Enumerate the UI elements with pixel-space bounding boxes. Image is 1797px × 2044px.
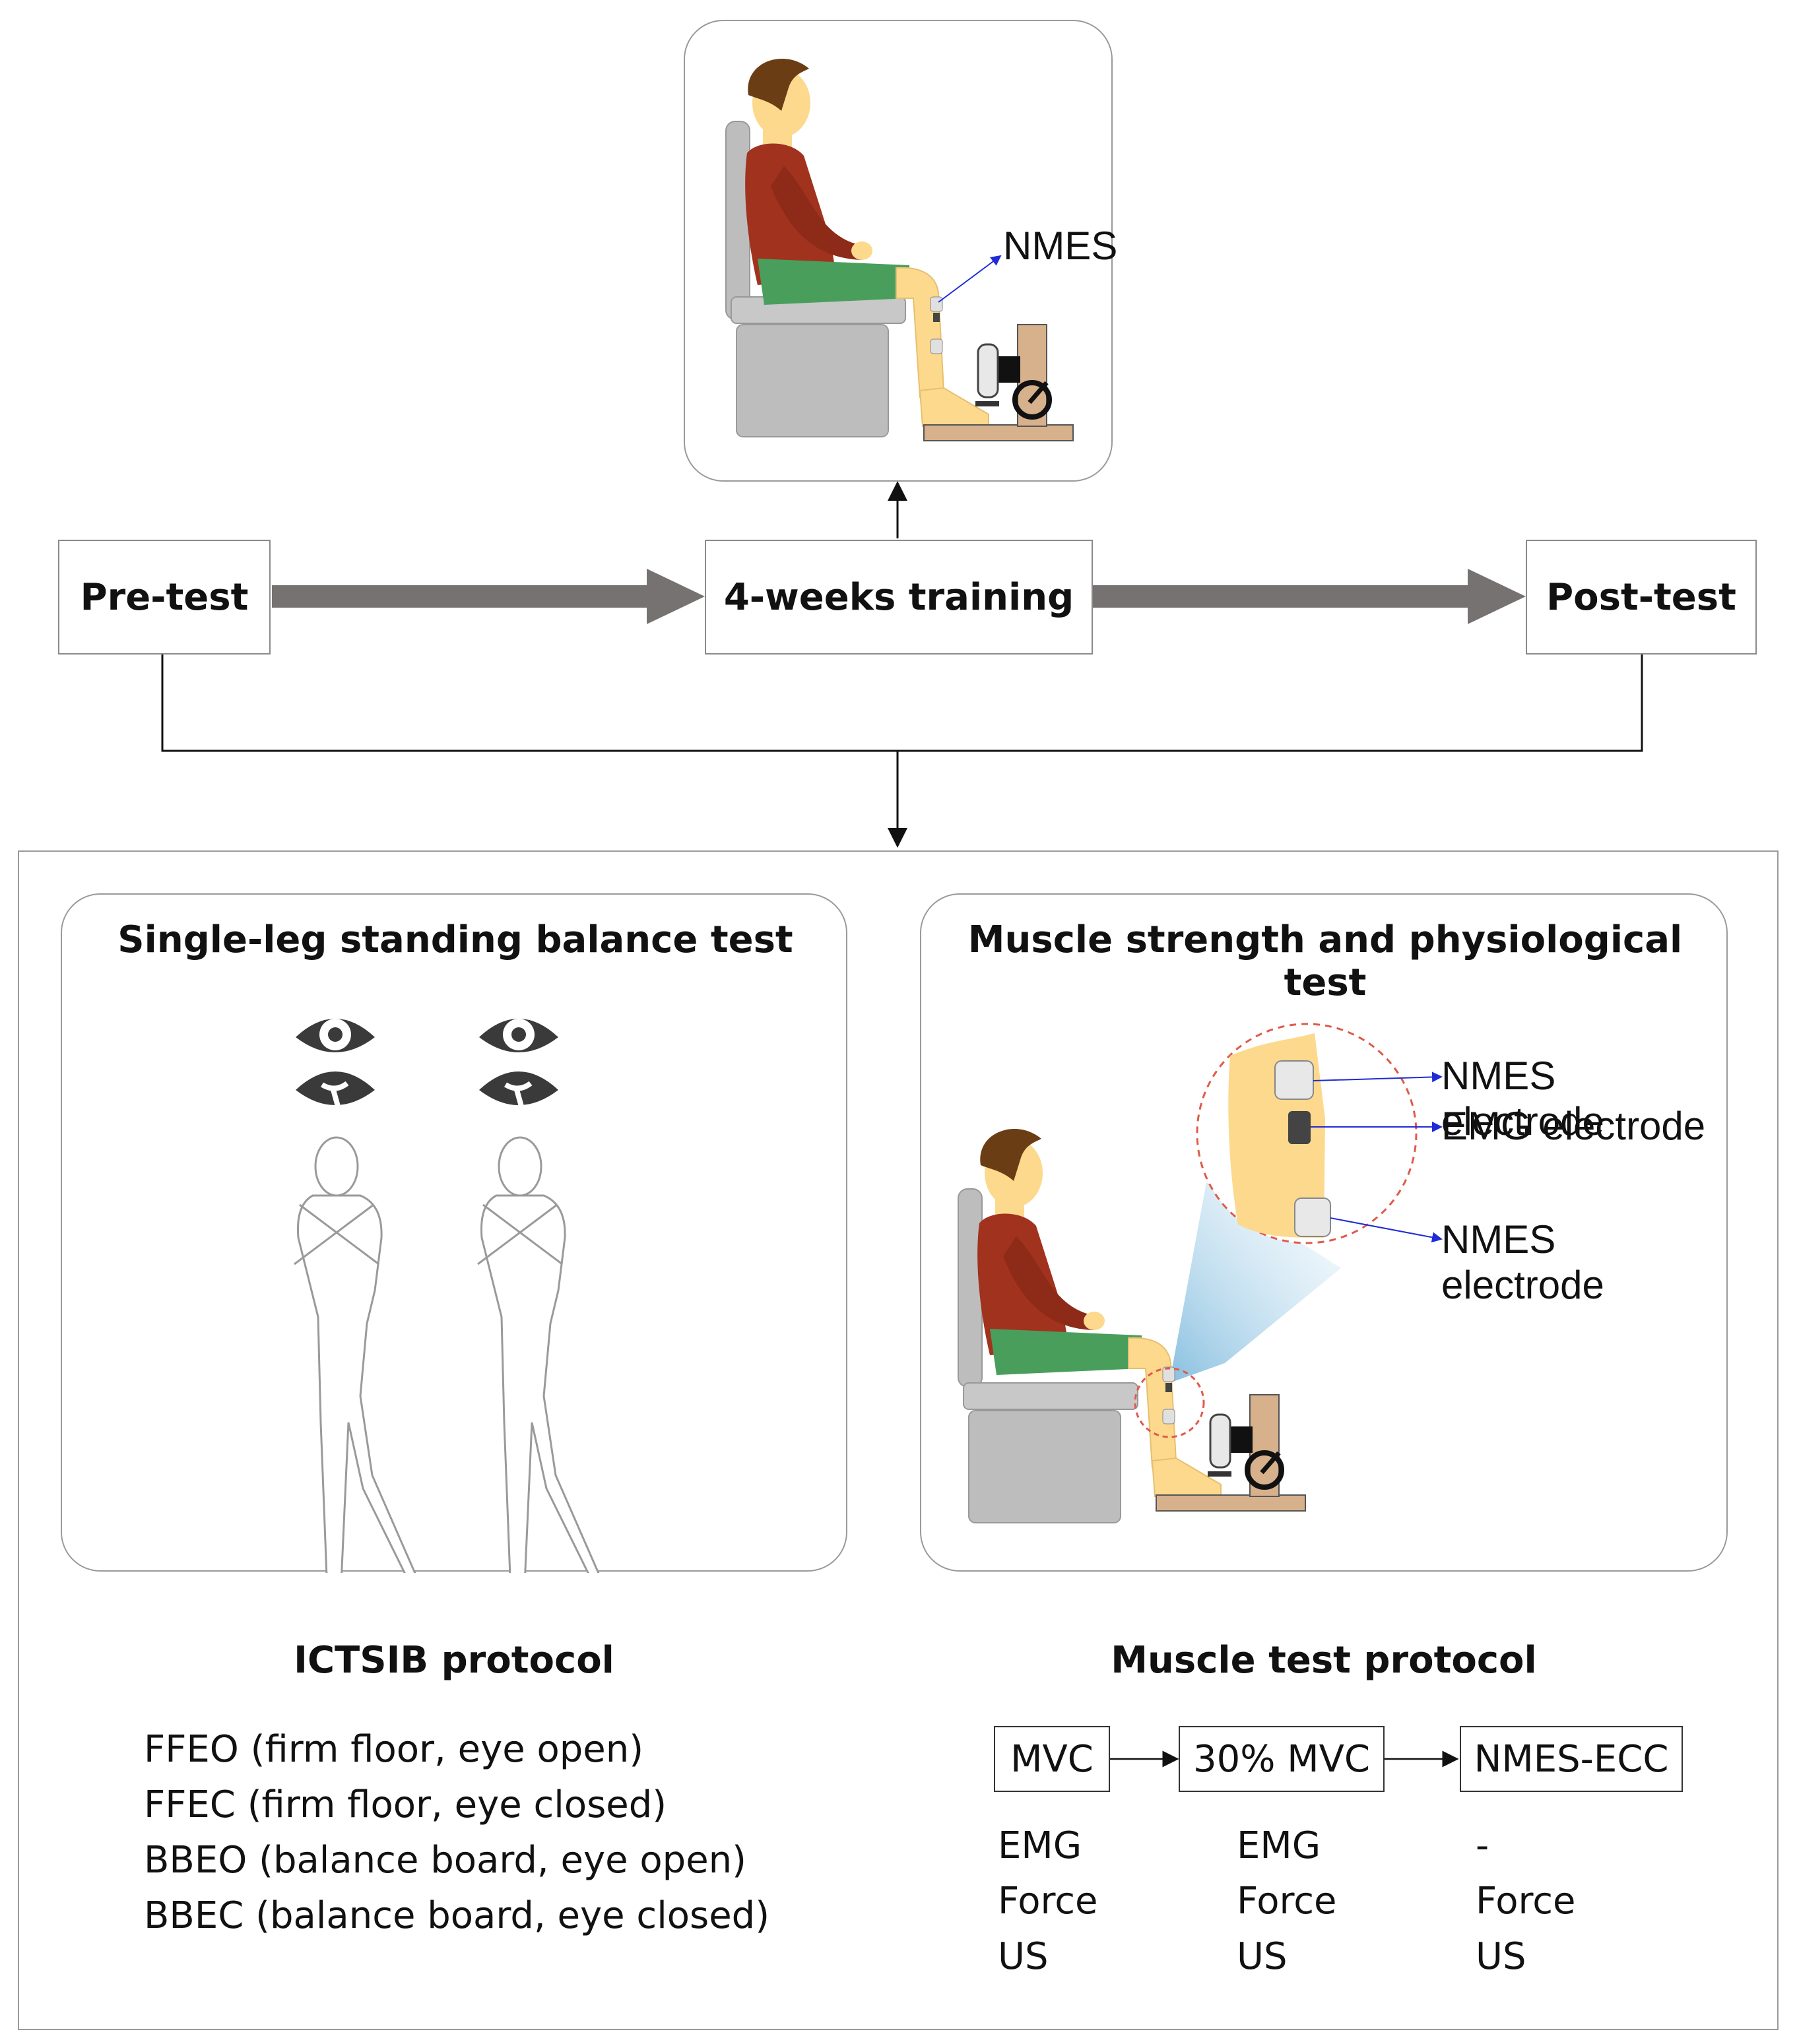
dynamometer-icon <box>1156 1394 1306 1512</box>
protocol-step-30mvc: 30% MVC <box>1179 1726 1385 1792</box>
flow-arrow-pretest-to-training <box>272 569 705 624</box>
eye-open-icon <box>296 1019 375 1052</box>
posttest-label: Post-test <box>1546 575 1736 619</box>
pretest-box: Pre-test <box>58 540 271 655</box>
training-label: 4-weeks training <box>723 575 1074 619</box>
muscle-test-title: Muscle strength and physiological test <box>967 918 1683 1004</box>
eye-open-icon <box>479 1019 558 1052</box>
pretest-label: Pre-test <box>80 575 249 619</box>
list-item: BBEC (balance board, eye closed) <box>144 1894 770 1937</box>
ictsib-title: ICTSIB protocol <box>294 1639 614 1682</box>
eye-closed-icon <box>296 1071 375 1112</box>
callout-emg-electrode: EMG electrode <box>1441 1104 1706 1148</box>
muscle-test-panel: Muscle strength and physiological test <box>920 893 1728 1572</box>
flow-arrow-training-to-posttest <box>1093 569 1526 624</box>
posttest-box: Post-test <box>1526 540 1757 655</box>
muscle-test-illustration <box>958 1023 1443 1523</box>
list-item: Force <box>998 1880 1098 1923</box>
muscle-protocol-title: Muscle test protocol <box>1111 1639 1537 1682</box>
list-item: Force <box>1237 1880 1337 1923</box>
callout-nmes-electrode-bottom: NMES electrode <box>1441 1217 1604 1307</box>
tests-outer-frame <box>18 850 1779 2030</box>
list-item: FFEO (firm floor, eye open) <box>144 1728 644 1771</box>
protocol-step-mvc: MVC <box>994 1726 1110 1792</box>
zoom-beam <box>1169 1182 1341 1383</box>
list-item: - <box>1476 1824 1489 1867</box>
person-seated-icon <box>958 1129 1222 1523</box>
callout-nmes-electrode-top: NMES electrode <box>1441 1054 1604 1143</box>
protocol-measures-nmes-ecc: - Force US <box>1476 1818 1576 1985</box>
list-item: EMG <box>998 1824 1082 1867</box>
list-item: FFEC (firm floor, eye closed) <box>144 1783 667 1826</box>
standing-figure-icon <box>294 1136 416 1573</box>
list-item: US <box>1237 1935 1288 1978</box>
balance-figures <box>294 1019 600 1573</box>
test-bracket-line <box>161 655 1643 752</box>
balance-test-title: Single-leg standing balance test <box>117 918 793 961</box>
person-seated-icon <box>725 59 1074 441</box>
list-item: US <box>1476 1935 1526 1978</box>
protocol-step-nmes-ecc: NMES-ECC <box>1460 1726 1683 1792</box>
training-box: 4-weeks training <box>705 540 1093 655</box>
standing-figure-icon <box>477 1136 600 1573</box>
list-item: BBEO (balance board, eye open) <box>144 1839 746 1882</box>
list-item: Force <box>1476 1880 1576 1923</box>
ictsib-condition-list: FFEO (firm floor, eye open) FFEC (firm f… <box>144 1722 769 1944</box>
protocol-measures-mvc: EMG Force US <box>998 1818 1098 1985</box>
balance-test-panel: Single-leg standing balance test <box>61 893 847 1573</box>
list-item: US <box>998 1935 1049 1978</box>
eye-closed-icon <box>479 1071 558 1112</box>
protocol-measures-30mvc: EMG Force US <box>1237 1818 1337 1985</box>
nmes-label: NMES <box>1003 224 1118 268</box>
list-item: EMG <box>1237 1824 1321 1867</box>
training-illustration-panel: NMES <box>684 20 1117 482</box>
